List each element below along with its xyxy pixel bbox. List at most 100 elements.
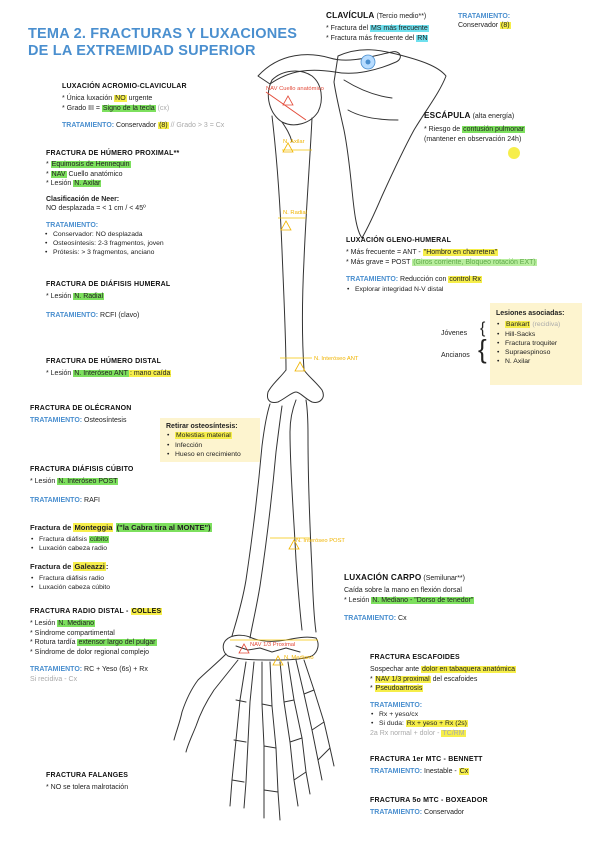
section-falanges: FRACTURA FALANGES * NO se tolera malrota…	[46, 771, 128, 793]
cubito-treatment-value: RAFI	[82, 496, 100, 504]
escafoides-tx-item: Rx + yeso/cx	[370, 710, 516, 719]
diafisis-humeral-line-1-highlight: N. Radial	[73, 293, 105, 301]
monteggia-item: Luxación cabeza radio	[30, 544, 212, 553]
carpo-line-1: Caída sobre la mano en flexión dorsal	[344, 587, 462, 595]
gleno-treatment-label: TRATAMIENTO:	[346, 276, 399, 284]
gleno-line-1: * Más frecuente = ANT -	[346, 249, 423, 257]
monteggia-item: Fractura diáfisis cúbito	[30, 535, 212, 545]
page-title-line-1: TEMA 2. FRACTURAS Y LUXACIONES	[28, 26, 298, 42]
gleno-line-1-highlight: "Hombro en charretera"	[422, 249, 499, 257]
box-lesiones-asociadas: Lesiones asociadas: Bankart (recidiva) H…	[490, 303, 582, 385]
group-label-ancianos: Ancianos	[441, 352, 470, 359]
carpo-line-2: * Lesión	[344, 596, 372, 604]
page-title-line-2: DE LA EXTREMIDAD SUPERIOR	[28, 43, 256, 60]
diafisis-humeral-treatment-label: TRATAMIENTO:	[46, 311, 99, 319]
radio-distal-line-3-highlight: extensor largo del pulgar	[77, 639, 157, 647]
lesion-asociada-item: Hill-Sacks	[496, 330, 576, 339]
humero-proximal-tx-item: Osteosíntesis: 2-3 fragmentos, joven	[44, 239, 180, 248]
retirar-osteosintesis-heading: Retirar osteosíntesis:	[166, 423, 238, 430]
escapula-heading: ESCÁPULA	[424, 111, 471, 120]
diafisis-humeral-treatment-value: RCFI (clavo)	[98, 311, 140, 319]
neer-heading: Clasificación de Neer:	[46, 195, 120, 203]
acromio-line-2: * Grado III =	[62, 104, 102, 112]
radio-distal-line-2: * Síndrome compartimental	[30, 629, 115, 637]
escafoides-line-3-highlight: Pseudoartrosis	[374, 685, 424, 693]
diafisis-humeral-heading: FRACTURA DE DIÁFISIS HUMERAL	[46, 281, 171, 288]
section-gleno-humeral: LUXACIÓN GLENO-HUMERAL * Más frecuente =…	[346, 236, 537, 294]
gleno-line-2: * Más grave = POST	[346, 258, 413, 266]
radio-distal-heading-highlight: COLLES	[130, 608, 163, 615]
acromio-line-1: * Única luxación	[62, 95, 115, 103]
clavicula-treatment: TRATAMIENTO: Conservador (8)	[458, 12, 511, 31]
section-luxacion-carpo: LUXACIÓN CARPO (Semilunar**) Caída sobre…	[344, 572, 475, 624]
humero-proximal-line-1-highlight: Equimosis de Hennequin	[50, 161, 131, 169]
carpo-treatment-label: TRATAMIENTO:	[344, 615, 397, 623]
acromio-treatment-gray: // Grado > 3 = Cx	[168, 122, 225, 130]
box-retirar-osteosintesis: Retirar osteosíntesis: Molestias materia…	[160, 418, 260, 462]
lesion-asociada-extra: (recidiva)	[530, 321, 561, 329]
section-acromio-clavicular: LUXACIÓN ACROMIO-CLAVICULAR * Única luxa…	[62, 82, 224, 131]
escafoides-treatment-gray-highlight: TC/RM	[441, 729, 466, 737]
section-escafoides: FRACTURA ESCAFOIDES Sospechar ante dolor…	[370, 653, 516, 738]
gleno-treatment-highlight: control Rx	[448, 276, 482, 284]
acromio-heading: LUXACIÓN ACROMIO-CLAVICULAR	[62, 83, 187, 90]
galeazzi-item: Fractura diáfisis radio	[30, 574, 110, 583]
escafoides-treatment-label: TRATAMIENTO:	[370, 701, 423, 709]
humero-proximal-line-2-post: Cuello anatómico	[66, 170, 123, 178]
callout-n-interoseo-post: N. Interóseo POST	[296, 538, 345, 544]
cubito-line-1-highlight: N. Interóseo POST	[57, 478, 119, 486]
humero-proximal-line-1: *	[46, 161, 51, 169]
clavicula-line-2-highlight: RN	[416, 34, 429, 42]
humero-proximal-tx-item: Conservador: NO desplazada	[44, 230, 180, 239]
section-diafisis-humeral: FRACTURA DE DIÁFISIS HUMERAL * Lesión N.…	[46, 280, 170, 320]
monteggia-heading-quote: ("la Cabra tira al MONTE")	[115, 523, 212, 532]
escafoides-line-2: *	[370, 675, 375, 683]
cubito-treatment-label: TRATAMIENTO:	[30, 496, 83, 504]
lesion-asociada-item: Supraespinoso	[496, 348, 576, 357]
olecranon-treatment-label: TRATAMIENTO:	[30, 417, 83, 425]
boxeador-treatment-label: TRATAMIENTO:	[370, 809, 423, 817]
lesiones-asociadas-heading: Lesiones asociadas:	[496, 310, 565, 317]
galeazzi-heading-highlight: Galeazzi	[73, 562, 106, 571]
clavicula-line-1-highlight: MS más frecuente	[369, 25, 429, 33]
escafoides-line-2-highlight: NAV 1/3 proximal	[374, 675, 431, 683]
galeazzi-heading-post: :	[105, 562, 109, 571]
escafoides-heading: FRACTURA ESCAFOIDES	[370, 654, 460, 661]
monteggia-item-1: Fractura diáfisis	[39, 536, 89, 544]
olecranon-treatment-value: Osteosíntesis	[82, 417, 127, 425]
acromio-line-1-post: urgente	[126, 95, 153, 103]
radio-distal-line-3: * Rotura tardía	[30, 639, 78, 647]
bennett-treatment-highlight: Cx	[458, 768, 470, 776]
bennett-treatment-label: TRATAMIENTO:	[370, 768, 423, 776]
escapula-line-1-highlight: contusión pulmonar	[462, 126, 526, 134]
galeazzi-heading: Fractura de	[30, 562, 74, 571]
olecranon-heading: FRACTURA DE OLÉCRANON	[30, 405, 132, 412]
monteggia-heading: Fractura de	[30, 523, 74, 532]
humero-distal-line-1: * Lesión	[46, 370, 74, 378]
neer-line: NO desplazada = < 1 cm / < 45º	[46, 205, 146, 213]
humero-proximal-line-3: * Lesión	[46, 180, 74, 188]
cubito-heading: FRACTURA DIÁFISIS CÚBITO	[30, 466, 134, 473]
brace-ancianos: {	[478, 334, 487, 364]
boxeador-heading: FRACTURA 5o MTC - BOXEADOR	[370, 797, 488, 804]
gleno-tx-item: Explorar integridad N-V distal	[346, 285, 537, 294]
escafoides-line-1: Sospechar ante	[370, 666, 421, 674]
section-monteggia: Fractura de Monteggia ("la Cabra tira al…	[30, 523, 212, 554]
callout-n-radial: N. Radial	[283, 210, 307, 216]
clavicula-line-2: * Fractura más frecuente del	[326, 34, 417, 42]
section-galeazzi: Fractura de Galeazzi: Fractura diáfisis …	[30, 562, 110, 593]
acromio-treatment-highlight: (8)	[158, 122, 169, 130]
lesion-asociada-item: Bankart (recidiva)	[496, 320, 576, 329]
section-radio-distal: FRACTURA RADIO DISTAL - COLLES * Lesión …	[30, 607, 163, 684]
radio-distal-treatment-label: TRATAMIENTO:	[30, 666, 83, 674]
carpo-treatment-value: Cx	[396, 615, 407, 623]
carpo-subheading: (Semilunar**)	[423, 575, 465, 582]
clavicula-subheading: (Tercio medio**)	[376, 13, 427, 20]
falanges-heading: FRACTURA FALANGES	[46, 772, 129, 779]
lesion-asociada-text: Bankart	[505, 321, 531, 329]
retirar-item: Molestias material	[166, 431, 254, 441]
retirar-item: Hueso en crecimiento	[166, 450, 254, 459]
escafoides-tx-item-2-highlight: Rx + yeso + Rx (2s)	[405, 720, 468, 728]
clavicula-treatment-label: TRATAMIENTO:	[458, 13, 511, 20]
